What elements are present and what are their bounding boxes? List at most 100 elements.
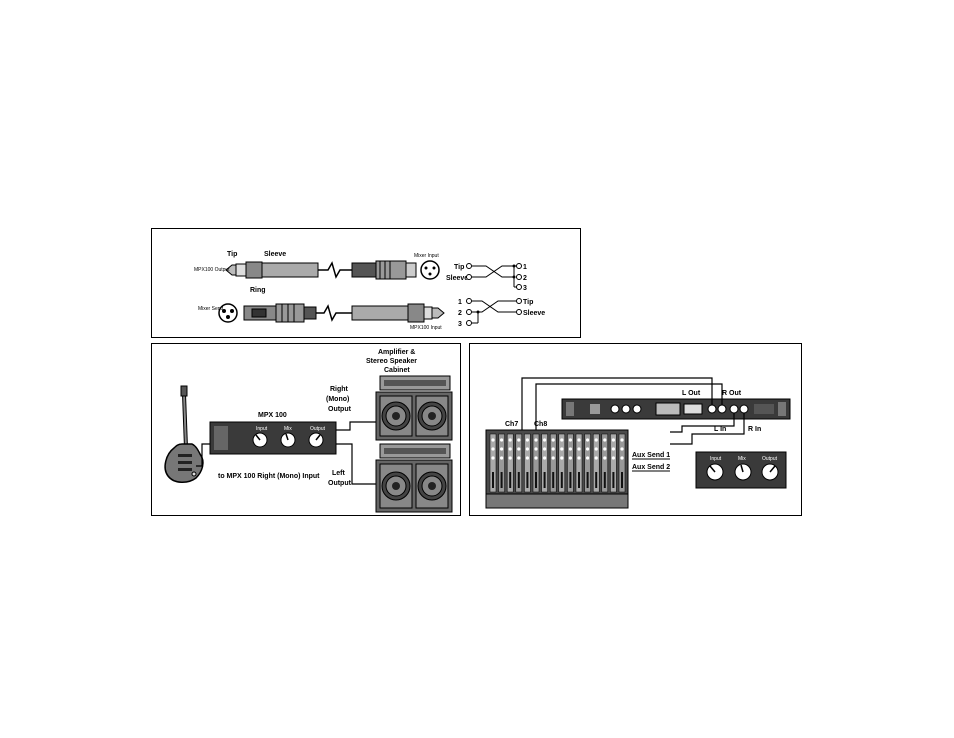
mixer-knob-icon bbox=[568, 456, 572, 460]
mixer-knob-icon bbox=[586, 456, 590, 460]
mixer-fader-icon bbox=[603, 472, 606, 488]
schematic-top-pin-2: 2 bbox=[523, 275, 527, 282]
right-output-label-3: Output bbox=[328, 406, 352, 413]
mixer-fader-icon bbox=[543, 472, 546, 488]
label-mixer-input: Mixer Input bbox=[414, 253, 439, 259]
mixer-knob-icon bbox=[508, 438, 512, 442]
label-aux-send-2: Aux Send 2 bbox=[632, 464, 670, 471]
mixer-channel-strip bbox=[524, 433, 531, 493]
mixer-knob-icon bbox=[577, 447, 581, 451]
mixer-channel-strip bbox=[618, 433, 626, 493]
schematic-bottom-sleeve-label: Sleeve bbox=[523, 310, 545, 317]
mixer-knob-icon bbox=[620, 456, 624, 460]
schematic-bottom: 1 2 3 Tip Sleeve bbox=[458, 298, 545, 328]
mixer-knob-icon bbox=[586, 447, 590, 451]
schematic-top-sleeve-label: Sleeve bbox=[446, 275, 468, 282]
mixer-knob-icon bbox=[620, 438, 624, 442]
mixer-knob-icon bbox=[611, 447, 615, 451]
mixer-knob-icon bbox=[611, 456, 615, 460]
xlr-female-face bbox=[420, 260, 440, 280]
quarter-inch-plug-top bbox=[225, 261, 319, 279]
mixer-knob-icon bbox=[568, 438, 572, 442]
mixer-channel-strip bbox=[575, 433, 583, 493]
label-sleeve: Sleeve bbox=[264, 251, 286, 258]
mixer-knob-icon bbox=[534, 456, 538, 460]
mixer-fader-icon bbox=[560, 472, 563, 488]
cable-wiring-panel: Tip Sleeve Ring MPX100 Output Mixer Inpu… bbox=[151, 228, 581, 338]
mixer-channel-strips bbox=[489, 433, 626, 493]
mixer-channel-strip bbox=[541, 433, 548, 493]
schematic-bottom-tip-label: Tip bbox=[523, 299, 533, 306]
mixer-knob-icon bbox=[517, 438, 521, 442]
right-output-label-1: Right bbox=[330, 386, 349, 393]
schematic-bottom-pin-2: 2 bbox=[458, 310, 462, 317]
mixer-fader-icon bbox=[500, 472, 503, 488]
mixer-diagram: L Out R Out L In R In Ch7 Ch8 Aux Send 1… bbox=[485, 377, 791, 509]
mixer-knob-icon bbox=[517, 447, 521, 451]
label-r-out: R Out bbox=[722, 390, 742, 397]
routing-cables bbox=[521, 377, 745, 445]
mix-knob-icon bbox=[280, 432, 296, 448]
output-knob-icon bbox=[761, 463, 779, 481]
mixer-knob-icon bbox=[491, 438, 495, 442]
mixer-fader-icon bbox=[569, 472, 572, 488]
mixer-knob-icon bbox=[560, 438, 564, 442]
mixer-fader-icon bbox=[595, 472, 598, 488]
mixer-fader-icon bbox=[621, 472, 623, 488]
mixer-knob-icon bbox=[577, 438, 581, 442]
mixer-knob-icon bbox=[611, 438, 615, 442]
mixer-knob-icon bbox=[577, 456, 581, 460]
mixer-channel-strip bbox=[567, 433, 574, 493]
label-r-in: R In bbox=[748, 426, 761, 433]
mixer-knob-icon bbox=[491, 447, 495, 451]
small-knob-label-output: Output bbox=[762, 456, 778, 462]
mixer-knob-icon bbox=[543, 447, 547, 451]
mixer-fader-icon bbox=[526, 472, 529, 488]
label-l-in: L In bbox=[714, 426, 726, 433]
mixer-channel-strip bbox=[506, 433, 514, 493]
mixer-channel-strip bbox=[532, 433, 540, 493]
mixer-channel-strip bbox=[498, 433, 505, 493]
mixer-knob-icon bbox=[594, 456, 598, 460]
mixer-knob-icon bbox=[500, 438, 504, 442]
speaker-cabinet-top bbox=[375, 391, 453, 441]
label-l-out: L Out bbox=[682, 390, 701, 397]
amplifier-bottom bbox=[379, 443, 451, 459]
amp-label-3: Cabinet bbox=[384, 367, 410, 374]
schematic-top: Tip Sleeve 1 2 3 bbox=[446, 263, 527, 292]
amp-label-2: Stereo Speaker bbox=[366, 358, 417, 365]
mixer-fader-icon bbox=[492, 472, 494, 488]
label-mixer-send: Mixer Send bbox=[198, 306, 224, 312]
mixer-fader-icon bbox=[586, 472, 589, 488]
mixer-fader-icon bbox=[612, 472, 615, 488]
mixer-knob-icon bbox=[620, 447, 624, 451]
rack-unit bbox=[561, 398, 791, 420]
mixer-knob-icon bbox=[508, 456, 512, 460]
mixer-knob-icon bbox=[543, 456, 547, 460]
mixer-knob-icon bbox=[560, 456, 564, 460]
mixer-knob-icon bbox=[603, 456, 607, 460]
quarter-inch-plug-bottom bbox=[351, 303, 445, 323]
mixer-channel-strip bbox=[592, 433, 600, 493]
mixer-knob-icon bbox=[500, 447, 504, 451]
right-output-cable bbox=[336, 421, 376, 431]
mixer-knob-icon bbox=[594, 438, 598, 442]
mixer-fader-icon bbox=[509, 472, 512, 488]
guitar-amp-panel: MPX 100 Input Mix Output to MPX 100 Righ… bbox=[151, 343, 461, 516]
xlr-female-connector bbox=[351, 260, 417, 280]
schematic-top-pin-1: 1 bbox=[523, 264, 527, 271]
mixer-fader-icon bbox=[578, 472, 580, 488]
output-knob-icon bbox=[308, 432, 324, 448]
mixer-channel-strip bbox=[601, 433, 609, 493]
mixer-knob-icon bbox=[534, 438, 538, 442]
guitar-input-label: to MPX 100 Right (Mono) Input bbox=[218, 473, 320, 480]
mixer-knob-icon bbox=[551, 447, 555, 451]
cable-wiring-diagram: Tip Sleeve Ring MPX100 Output Mixer Inpu… bbox=[194, 251, 545, 331]
cable-break-bottom bbox=[316, 304, 352, 322]
mixer-knob-icon bbox=[551, 438, 555, 442]
mixer-channel-strip bbox=[610, 433, 617, 493]
label-ring: Ring bbox=[250, 287, 266, 294]
label-ch7: Ch7 bbox=[505, 421, 518, 428]
mixer-knob-icon bbox=[525, 447, 529, 451]
mixer-knob-icon bbox=[594, 447, 598, 451]
